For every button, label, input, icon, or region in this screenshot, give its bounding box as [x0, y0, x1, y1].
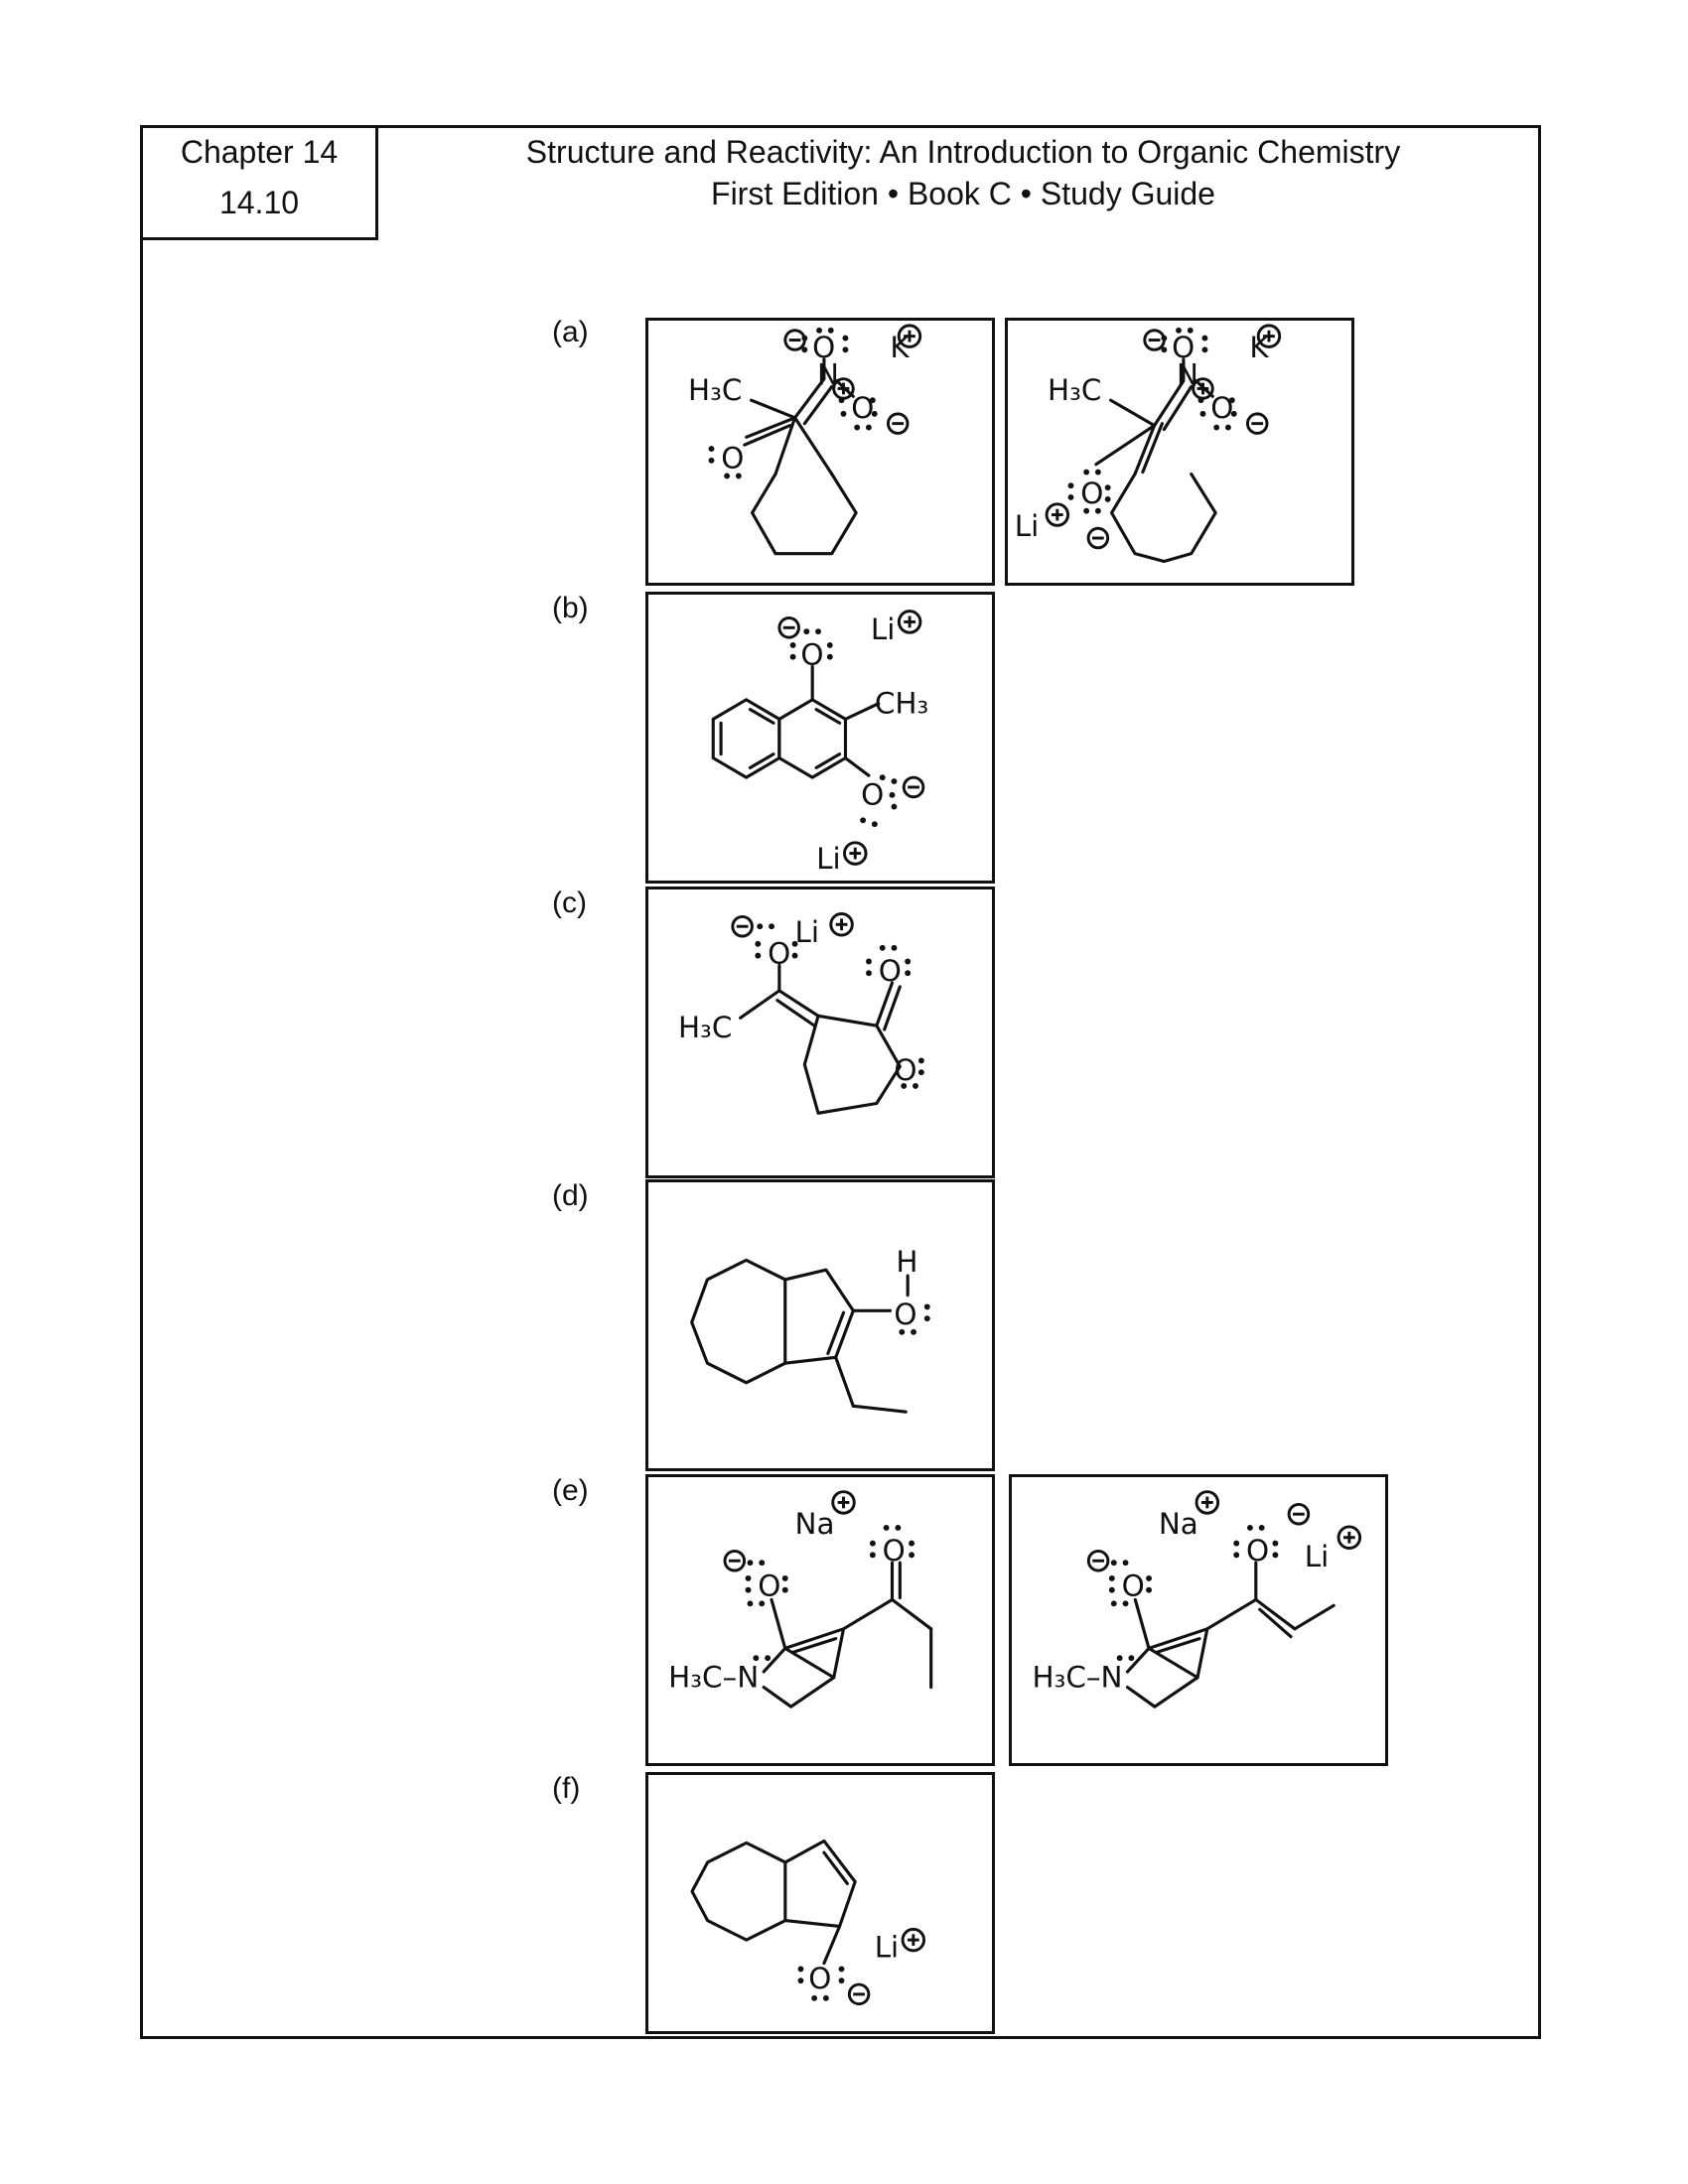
structure-a-enolate: H₃C N O O O K Li — [1005, 318, 1354, 586]
structure-c: O O O H₃C Li — [645, 887, 995, 1178]
oxygen-atom: O — [721, 442, 744, 476]
oxygen-atom: O — [800, 638, 823, 672]
positive-charge-icon — [1045, 502, 1070, 527]
negative-charge-icon — [1086, 1549, 1110, 1572]
book-subtitle: First Edition • Book C • Study Guide — [711, 176, 1215, 211]
lithium-ion: Li — [871, 613, 896, 646]
chapter-box: Chapter 14 14.10 — [140, 125, 378, 240]
h3cn-label: H₃C–N — [1032, 1661, 1122, 1695]
nitrogen-atom: N — [1177, 358, 1198, 392]
chapter-title: Chapter 14 — [180, 134, 339, 170]
hydrogen-atom: H — [896, 1245, 917, 1279]
negative-charge-icon — [731, 914, 754, 938]
book-title: Structure and Reactivity: An Introductio… — [525, 134, 1401, 170]
positive-charge-icon — [1192, 377, 1214, 400]
structure-e-left: O O H₃C–N Na — [645, 1474, 995, 1766]
oxygen-atom: O — [883, 1534, 906, 1568]
oxygen-atom: O — [1246, 1534, 1269, 1568]
part-label-e: (e) — [552, 1474, 589, 1507]
lithium-ion: Li — [816, 842, 841, 876]
part-label-c: (c) — [552, 887, 587, 919]
negative-charge-icon — [847, 1982, 871, 2006]
positive-charge-icon — [897, 324, 922, 348]
positive-charge-icon — [1256, 324, 1282, 348]
lithium-ion: Li — [1015, 509, 1040, 543]
negative-charge-icon — [1086, 526, 1110, 550]
sodium-ion: Na — [1159, 1507, 1198, 1541]
nitrogen-atom: N — [817, 358, 839, 392]
structure-d: H O — [645, 1179, 995, 1471]
negative-charge-icon — [1245, 412, 1269, 435]
sodium-ion: Na — [795, 1507, 835, 1541]
negative-charge-icon — [886, 412, 910, 435]
negative-charge-icon — [783, 329, 806, 351]
structure-a-keto: H₃C N O O O K — [645, 318, 995, 586]
part-label-a: (a) — [552, 316, 589, 348]
potassium-ion: K — [890, 331, 910, 364]
oxygen-atom: O — [861, 778, 884, 812]
positive-charge-icon — [831, 1490, 856, 1515]
oxygen-atom: O — [1172, 331, 1195, 364]
lithium-ion: Li — [875, 1931, 899, 1965]
positive-charge-icon — [897, 610, 922, 634]
positive-charge-icon — [1336, 1525, 1362, 1550]
lithium-ion: Li — [795, 915, 820, 949]
structure-b: O CH₃ O Li Li — [645, 592, 995, 884]
oxygen-atom: O — [808, 1962, 831, 1995]
h3cn-label: H₃C–N — [668, 1661, 759, 1695]
page-frame — [140, 125, 1541, 2039]
positive-charge-icon — [832, 377, 855, 400]
positive-charge-icon — [901, 1927, 926, 1953]
oxygen-atom: O — [768, 936, 790, 970]
potassium-ion: K — [1249, 331, 1269, 364]
lithium-ion: Li — [1305, 1540, 1330, 1573]
negative-charge-icon — [777, 616, 800, 639]
oxygen-atom: O — [812, 331, 835, 364]
oxygen-atom: O — [879, 954, 902, 988]
structure-e-right: O O H₃C–N Na Li — [1009, 1474, 1388, 1766]
negative-charge-icon — [1287, 1502, 1311, 1526]
h3c-label: H₃C — [1048, 373, 1101, 407]
h3c-label: H₃C — [678, 1011, 732, 1044]
negative-charge-icon — [723, 1549, 747, 1572]
positive-charge-icon — [843, 841, 868, 866]
oxygen-atom: O — [1210, 391, 1233, 425]
part-label-f: (f) — [552, 1772, 581, 1805]
structure-f: O Li — [645, 1772, 995, 2034]
oxygen-atom: O — [1122, 1570, 1145, 1603]
negative-charge-icon — [1143, 329, 1166, 351]
oxygen-atom: O — [894, 1297, 916, 1331]
positive-charge-icon — [1195, 1490, 1220, 1515]
section-number: 14.10 — [218, 185, 300, 220]
page-header: Structure and Reactivity: An Introductio… — [417, 131, 1509, 214]
part-label-d: (d) — [552, 1179, 589, 1212]
h3c-label: H₃C — [688, 373, 742, 407]
oxygen-atom: O — [1080, 477, 1103, 510]
oxygen-atom: O — [851, 391, 874, 425]
negative-charge-icon — [902, 775, 925, 799]
oxygen-atom: O — [758, 1570, 780, 1603]
positive-charge-icon — [829, 912, 854, 937]
oxygen-atom: O — [894, 1053, 916, 1087]
part-label-b: (b) — [552, 592, 589, 624]
ch3-label: CH₃ — [875, 687, 928, 721]
